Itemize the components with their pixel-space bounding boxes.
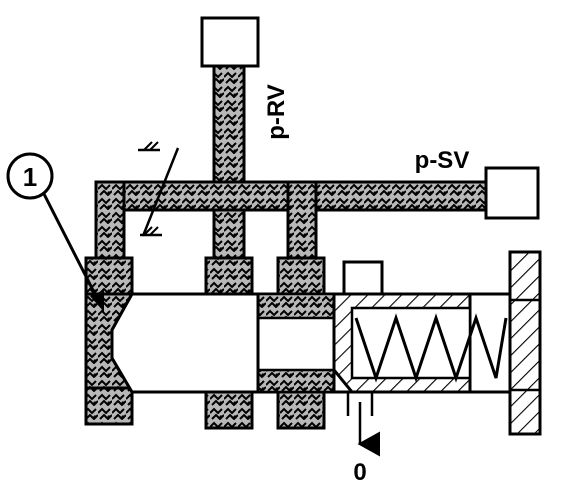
sv-box <box>484 166 540 220</box>
label-p-sv: p-SV <box>415 147 470 174</box>
rv-port-top <box>204 256 254 300</box>
rv-port-bottom <box>204 390 254 430</box>
end-plate <box>508 250 542 436</box>
spool <box>110 292 336 394</box>
middle-feed-line <box>286 180 318 270</box>
middle-port-bottom <box>276 390 326 430</box>
callout-circle <box>6 152 54 200</box>
callout-leader <box>42 193 100 301</box>
callout-arrowhead <box>90 290 104 312</box>
label-tank: 0 <box>353 459 366 486</box>
spring <box>354 313 508 383</box>
tank-port <box>346 392 380 457</box>
throttle-symbol <box>138 141 180 237</box>
callout-number: 1 <box>23 162 37 192</box>
left-feed-line <box>94 180 126 270</box>
rv-top-box <box>200 16 260 68</box>
label-p-rv: p-RV <box>263 84 290 140</box>
middle-port-top <box>276 256 326 300</box>
spring-port-top <box>342 260 384 296</box>
left-port-bottom <box>84 386 134 426</box>
